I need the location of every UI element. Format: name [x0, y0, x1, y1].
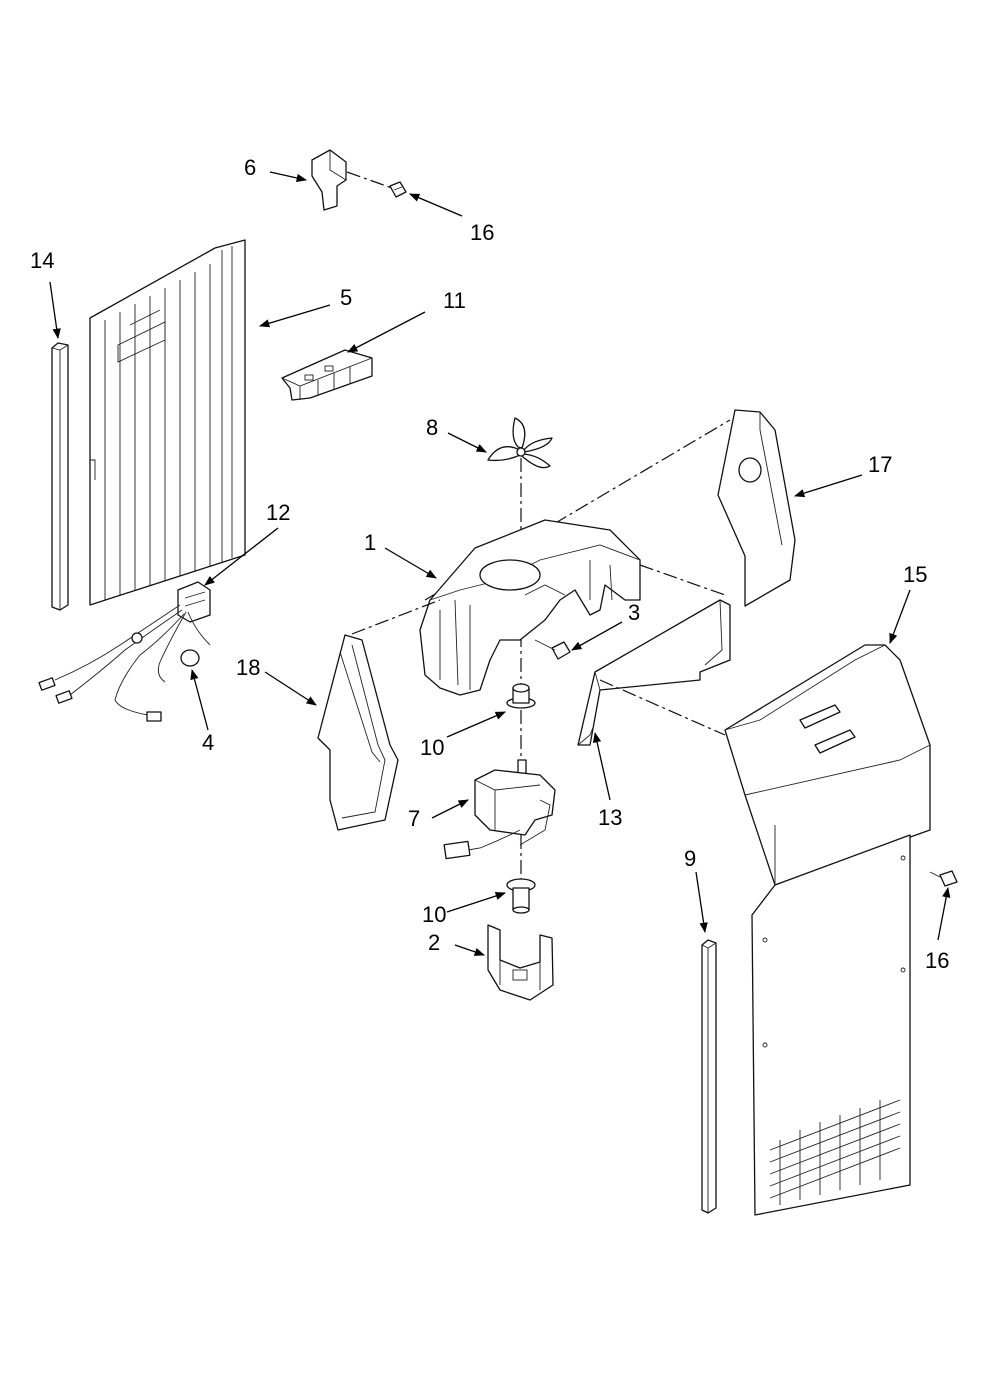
callout-17: 17: [868, 452, 892, 477]
part-6-bracket: [311, 149, 347, 211]
part-18-left-duct: [317, 634, 399, 831]
part-13-duct-cover: [577, 599, 731, 746]
leader-lines: [49, 171, 951, 956]
part-6-centerline: [346, 171, 393, 189]
callout-11: 11: [443, 288, 466, 313]
part-10-lower-grommet: [506, 878, 536, 914]
part-10-upper-grommet: [506, 683, 536, 709]
part-8-fan-blade: [487, 417, 553, 469]
part-14-foam-strip: [51, 342, 69, 611]
callout-18: 18: [236, 655, 260, 680]
part-18-alignment: [351, 599, 441, 635]
callout-10-lower: 10: [422, 902, 446, 927]
callout-5: 5: [340, 285, 352, 310]
part-12-wire-harness: [38, 581, 211, 722]
part-2-motor-bracket: [487, 924, 554, 1001]
part-17-lower-alignment: [639, 564, 726, 596]
part-16-screw-right: [929, 870, 958, 887]
part-7-fan-motor: [443, 759, 556, 860]
part-9-foam-strip: [701, 939, 717, 1214]
callout-12: 12: [266, 500, 290, 525]
callout-9: 9: [684, 846, 696, 871]
part-16-screw-top: [389, 181, 407, 198]
callout-4: 4: [202, 730, 214, 755]
part-15-upper-cover: [724, 644, 931, 886]
callout-2: 2: [428, 930, 440, 955]
callout-13: 13: [598, 805, 622, 830]
callout-15: 15: [903, 562, 927, 587]
callout-6: 6: [244, 155, 256, 180]
part-1-fan-housing: [419, 519, 641, 696]
part-5-rear-panel: [89, 239, 246, 606]
part-17-side-panel: [717, 409, 796, 607]
part-15-lower-panel: [751, 834, 911, 1216]
part-15-alignment: [599, 679, 726, 736]
callout-7: 7: [408, 806, 420, 831]
part-11-bracket: [281, 349, 373, 401]
callout-16-top: 16: [470, 220, 494, 245]
part-3-screw: [534, 639, 571, 660]
callout-14: 14: [30, 248, 54, 273]
callout-10-upper: 10: [420, 735, 444, 760]
callout-3: 3: [628, 600, 640, 625]
callout-16-right: 16: [925, 948, 949, 973]
callout-1: 1: [364, 530, 376, 555]
callout-8: 8: [426, 415, 438, 440]
